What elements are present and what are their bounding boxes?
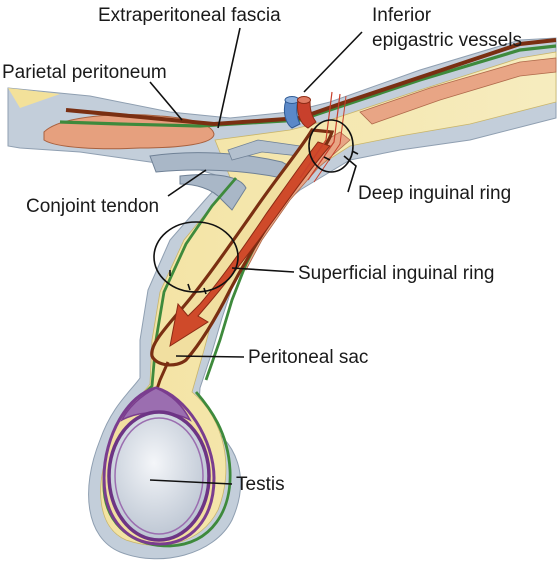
superficial-ring-tick-3 bbox=[203, 287, 207, 295]
superficial-inguinal-ring bbox=[153, 221, 239, 293]
parietal-peritoneum-line bbox=[65, 38, 557, 127]
oblique-muscle-right bbox=[359, 57, 557, 125]
testicular-vessel-2 bbox=[307, 93, 341, 181]
label-parietal-peritoneum: Parietal peritoneum bbox=[2, 62, 167, 83]
hernia-arrow bbox=[169, 141, 331, 348]
inferior-epigastric-artery bbox=[297, 99, 317, 129]
vein-cut-end bbox=[284, 96, 300, 104]
extraperitoneal-fascia-line bbox=[59, 44, 557, 128]
label-inferior-epigastric-line2: epigastric vessels bbox=[372, 30, 522, 51]
testis-inner-ring bbox=[114, 417, 204, 535]
leader-testis bbox=[149, 479, 233, 485]
deep-ring-tick-1 bbox=[323, 156, 331, 161]
wall-edge-fat bbox=[8, 88, 60, 108]
testis bbox=[107, 410, 211, 542]
superficial-ring-tick-2 bbox=[187, 283, 191, 291]
testicular-vessel-1 bbox=[299, 91, 333, 179]
tendon-strip-lower bbox=[179, 174, 247, 211]
leader-superficial-inguinal-ring bbox=[231, 267, 295, 273]
artery-cut-end bbox=[297, 96, 311, 104]
leader-deep-inguinal-ring bbox=[343, 155, 357, 193]
label-conjoint-tendon: Conjoint tendon bbox=[26, 196, 159, 217]
leader-conjoint-tendon bbox=[167, 169, 207, 197]
label-superficial-inguinal-ring: Superficial inguinal ring bbox=[298, 263, 494, 284]
deep-inguinal-ring bbox=[308, 119, 354, 173]
leader-extraperitoneal-fascia bbox=[217, 27, 241, 129]
label-deep-inguinal-ring: Deep inguinal ring bbox=[358, 183, 511, 204]
label-extraperitoneal-fascia: Extraperitoneal fascia bbox=[98, 5, 281, 26]
label-inferior-epigastric-line1: Inferior bbox=[372, 5, 432, 26]
leader-parietal-peritoneum bbox=[149, 81, 183, 121]
leader-inferior-epigastric bbox=[303, 31, 363, 93]
leader-peritoneal-sac bbox=[175, 355, 245, 358]
deep-ring-tick-2 bbox=[351, 150, 359, 155]
label-testis: Testis bbox=[236, 474, 285, 495]
label-peritoneal-sac: Peritoneal sac bbox=[248, 347, 368, 368]
